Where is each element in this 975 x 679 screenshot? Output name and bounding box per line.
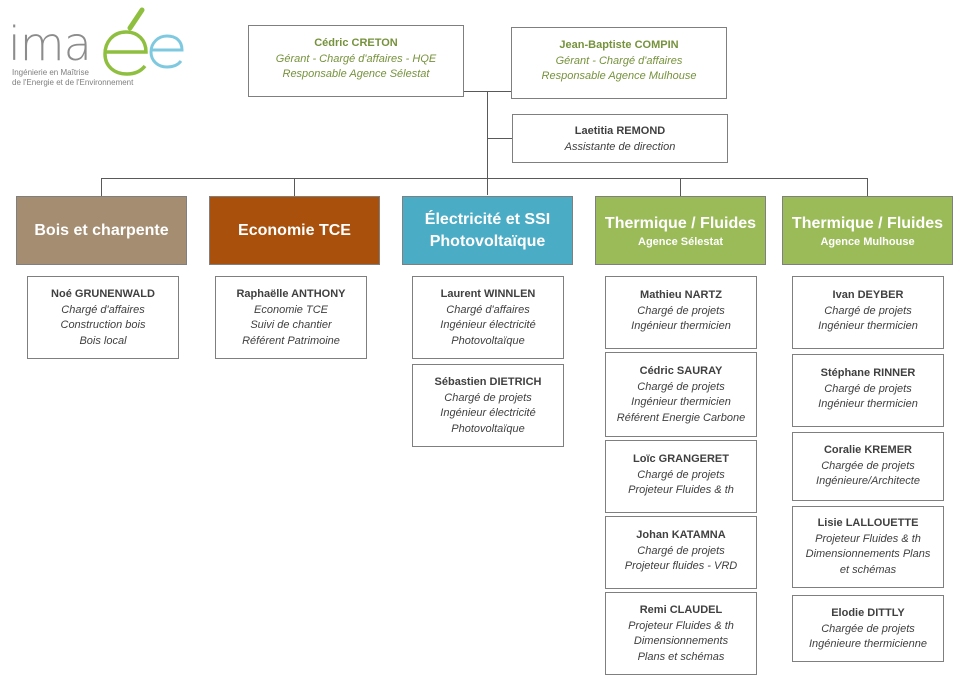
member-box: Mathieu NARTZ Chargé de projets Ingénieu… xyxy=(605,276,757,349)
member-role: Référent Patrimoine xyxy=(242,334,340,347)
member-name: Cédric SAURAY xyxy=(639,365,723,377)
connector-assistant xyxy=(487,138,512,139)
member-name: Remi CLAUDEL xyxy=(639,604,723,616)
member-role: Ingénieur thermicien xyxy=(818,320,918,332)
member-name: Johan KATAMNA xyxy=(636,529,726,541)
manager-box: Jean-Baptiste COMPIN Gérant - Chargé d'a… xyxy=(511,27,727,99)
manager-role: Responsable Agence Mulhouse xyxy=(541,70,697,82)
member-box: Loïc GRANGERET Chargé de projets Projete… xyxy=(605,440,757,513)
member-role: Chargé d'affaires xyxy=(61,303,145,316)
member-role: Projeteur Fluides & th xyxy=(628,484,734,496)
manager-role: Gérant - Chargé d'affaires - HQE xyxy=(275,52,437,65)
member-name: Ivan DEYBER xyxy=(832,289,904,301)
connector-horizontal xyxy=(101,178,868,179)
member-name: Coralie KREMER xyxy=(823,444,913,456)
member-role: Bois local xyxy=(79,334,127,347)
department-title: Thermique / Fluides xyxy=(604,214,757,232)
connector-drop-1 xyxy=(101,178,102,196)
member-role: Ingénieure/Architecte xyxy=(816,475,920,487)
connector-drop-4 xyxy=(680,178,681,196)
member-role: Plans et schémas xyxy=(637,650,725,663)
department-title: Thermique / Fluides xyxy=(791,214,944,232)
member-role: Ingénieur thermicien xyxy=(631,396,731,408)
member-role: Chargée de projets xyxy=(821,622,915,635)
member-role: Photovoltaïque xyxy=(451,422,525,435)
member-role: Ingénieur thermicien xyxy=(631,320,731,332)
member-role: Ingénieure thermicienne xyxy=(808,638,928,650)
department-header-bois: Bois et charpente xyxy=(16,196,187,265)
member-name: Stéphane RINNER xyxy=(820,367,916,379)
member-box: Johan KATAMNA Chargé de projets Projeteu… xyxy=(605,516,757,589)
department-title-line2: Photovoltaïque xyxy=(429,232,546,250)
member-role: Chargé de projets xyxy=(637,380,725,393)
logo-ee-mark xyxy=(103,7,184,76)
member-box: Noé GRUNENWALD Chargé d'affaires Constru… xyxy=(27,276,179,359)
member-role: Référent Energie Carbone xyxy=(616,411,746,424)
department-header-thermique-selestat: Thermique / Fluides Agence Sélestat xyxy=(595,196,766,265)
member-role: Chargé de projets xyxy=(637,304,725,317)
department-subtitle: Agence Sélestat xyxy=(638,235,723,248)
member-role: Dimensionnements xyxy=(633,635,729,647)
assistant-box: Laetitia REMOND Assistante de direction xyxy=(512,114,728,163)
assistant-name: Laetitia REMOND xyxy=(574,125,666,137)
member-role: Chargé de projets xyxy=(637,544,725,557)
member-box: Ivan DEYBER Chargé de projets Ingénieur … xyxy=(792,276,944,349)
member-name: Elodie DITTLY xyxy=(831,607,905,619)
manager-name: Cédric CRETON xyxy=(314,37,398,49)
department-header-thermique-mulhouse: Thermique / Fluides Agence Mulhouse xyxy=(782,196,953,265)
member-name: Mathieu NARTZ xyxy=(640,289,722,301)
member-box: Lisie LALLOUETTE Projeteur Fluides & th … xyxy=(792,506,944,588)
member-name: Laurent WINNLEN xyxy=(440,288,536,300)
manager-role: Responsable Agence Sélestat xyxy=(282,68,430,80)
member-role: Projeteur Fluides & th xyxy=(628,619,734,632)
member-role: Chargé de projets xyxy=(824,304,912,317)
member-role: Chargé de projets xyxy=(637,468,725,481)
manager-name: Jean-Baptiste COMPIN xyxy=(559,39,679,51)
member-name: Raphaëlle ANTHONY xyxy=(236,288,346,300)
member-role: Projeteur Fluides & th xyxy=(815,532,921,545)
member-name: Lisie LALLOUETTE xyxy=(817,517,919,529)
department-subtitle: Agence Mulhouse xyxy=(820,235,915,248)
connector-drop-5 xyxy=(867,178,868,196)
department-title: Électricité et SSI xyxy=(424,210,551,228)
connector-drop-2 xyxy=(294,178,295,196)
member-role: Construction bois xyxy=(60,319,146,331)
member-role: Suivi de chantier xyxy=(250,319,332,331)
manager-box: Cédric CRETON Gérant - Chargé d'affaires… xyxy=(248,25,464,97)
logo-wordmark: ima xyxy=(8,17,92,71)
logo-tagline-1: Ingénierie en Maîtrise xyxy=(12,68,89,77)
member-name: Loïc GRANGERET xyxy=(633,453,729,465)
manager-role: Gérant - Chargé d'affaires xyxy=(555,54,683,67)
logo-tagline-2: de l'Energie et de l'Environnement xyxy=(12,78,134,87)
member-box: Stéphane RINNER Chargé de projets Ingéni… xyxy=(792,354,944,427)
member-name: Sébastien DIETRICH xyxy=(434,376,542,388)
member-box: Laurent WINNLEN Chargé d'affaires Ingéni… xyxy=(412,276,564,359)
department-title: Economie TCE xyxy=(238,221,351,239)
assistant-role: Assistante de direction xyxy=(564,140,676,153)
member-box: Sébastien DIETRICH Chargé de projets Ing… xyxy=(412,364,564,447)
member-role: Ingénieur électricité xyxy=(440,319,536,331)
member-role: Chargé de projets xyxy=(444,391,532,404)
department-header-economie: Economie TCE xyxy=(209,196,380,265)
member-box: Cédric SAURAY Chargé de projets Ingénieu… xyxy=(605,352,757,437)
member-role: et schémas xyxy=(839,563,897,576)
department-header-electricite: Électricité et SSI Photovoltaïque xyxy=(402,196,573,265)
member-box: Remi CLAUDEL Projeteur Fluides & th Dime… xyxy=(605,592,757,675)
member-box: Elodie DITTLY Chargée de projets Ingénie… xyxy=(792,595,944,662)
member-role: Dimensionnements Plans xyxy=(805,548,931,560)
member-role: Projeteur fluides - VRD xyxy=(624,560,738,572)
member-role: Chargée de projets xyxy=(821,459,915,472)
member-role: Economie TCE xyxy=(254,303,328,316)
member-role: Photovoltaïque xyxy=(451,334,525,347)
member-role: Ingénieur électricité xyxy=(440,407,536,419)
member-role: Ingénieur thermicien xyxy=(818,398,918,410)
member-box: Raphaëlle ANTHONY Economie TCE Suivi de … xyxy=(215,276,367,359)
member-name: Noé GRUNENWALD xyxy=(51,288,155,300)
imaee-logo: ima Ingénierie en Maîtrise de l'Energie … xyxy=(8,6,188,92)
member-box: Coralie KREMER Chargée de projets Ingéni… xyxy=(792,432,944,501)
department-title: Bois et charpente xyxy=(34,221,169,239)
member-role: Chargé de projets xyxy=(824,382,912,395)
connector-trunk xyxy=(487,91,488,195)
member-role: Chargé d'affaires xyxy=(446,303,530,316)
